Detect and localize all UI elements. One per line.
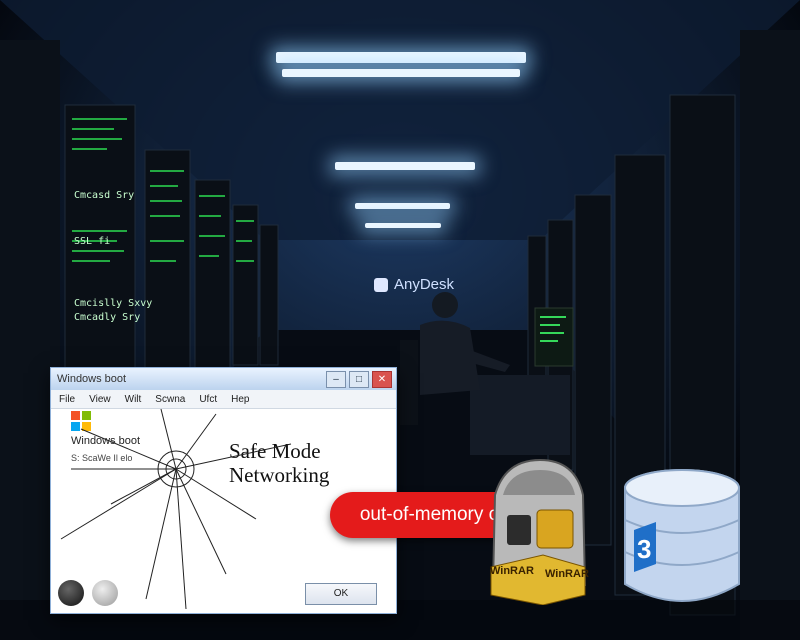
safe-mode-message: Safe Mode Networking [229, 439, 329, 487]
window-title: Windows boot [57, 373, 127, 385]
ceiling-light [335, 162, 475, 170]
close-button[interactable]: ✕ [372, 371, 392, 388]
terminal-line: SSL fi [74, 236, 111, 247]
menu-item-file[interactable]: File [59, 393, 76, 405]
menu-item-view[interactable]: View [89, 393, 111, 405]
window-content: Windows boot S: ScaWe Il elo Safe Mode N… [51, 409, 396, 613]
ceiling-light [282, 69, 520, 77]
terminal-line: Cmcasd Sry [74, 190, 135, 201]
minimize-button[interactable]: – [326, 371, 346, 388]
menu-item-ufct[interactable]: Ufct [199, 393, 218, 405]
winrar-icon [490, 458, 587, 605]
back-orb-icon[interactable] [58, 580, 84, 606]
database-icon: 3 [624, 469, 740, 602]
message-line: Safe Mode [229, 439, 321, 463]
windows-boot-dialog: Windows boot – □ ✕ File View Wilt Scwna … [50, 367, 397, 614]
ceiling-light [276, 52, 526, 63]
menu-item-help[interactable]: Hep [231, 393, 250, 405]
database-badge: 3 [637, 534, 651, 564]
maximize-button[interactable]: □ [349, 371, 369, 388]
anydesk-brand: AnyDesk [374, 276, 454, 293]
winrar-label-right: WinRAR [545, 568, 589, 580]
window-controls: – □ ✕ [326, 371, 392, 388]
menu-item-scwna[interactable]: Scwna [155, 393, 186, 405]
ceiling-light [355, 203, 450, 209]
anydesk-label: AnyDesk [394, 276, 455, 293]
window-titlebar[interactable]: Windows boot – □ ✕ [51, 368, 396, 390]
app-title: Windows boot [71, 435, 141, 447]
ok-button[interactable]: OK [305, 583, 377, 605]
terminal-line: Cmcadly Sry [74, 312, 141, 323]
app-subtitle: S: ScaWe Il elo [71, 453, 133, 463]
menu-item-wilt[interactable]: Wilt [124, 393, 142, 405]
ceiling-light [365, 223, 441, 228]
windows-logo-icon [71, 411, 91, 431]
screen-crack-graphic [60, 409, 292, 610]
terminal-line: Cmcislly Sxvy [74, 298, 153, 309]
winrar-label-left: WinRAR [490, 565, 534, 577]
anydesk-icon [374, 277, 388, 292]
message-line: Networking [229, 463, 330, 487]
menu-bar: File View Wilt Scwna Ufct Hep [51, 390, 396, 409]
forward-orb-icon[interactable] [92, 580, 118, 606]
